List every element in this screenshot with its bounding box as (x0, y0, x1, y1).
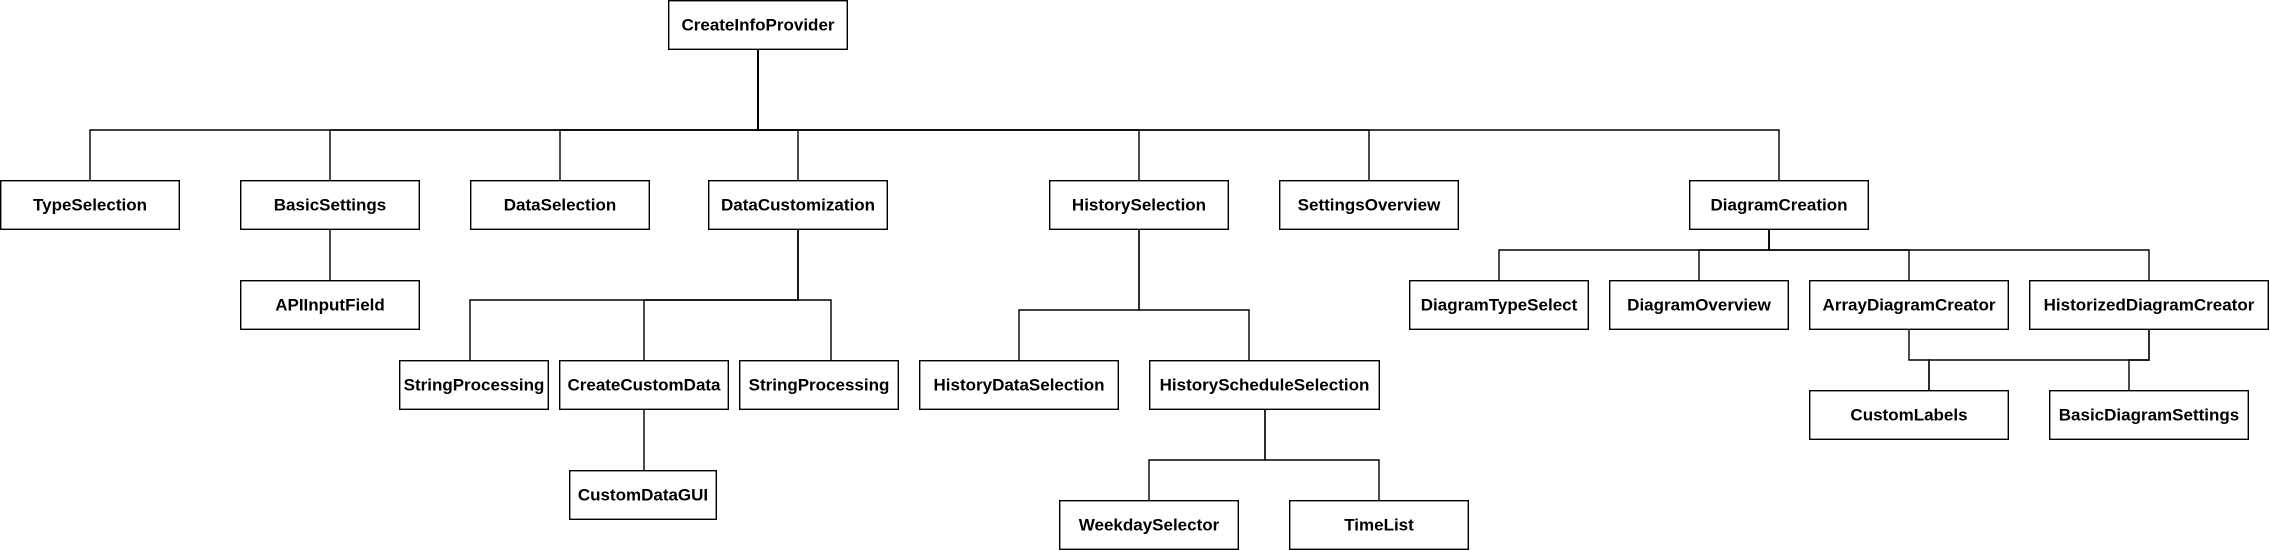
connector-diagram-creation-to-diagram-type-select (1498, 230, 1770, 280)
node-label: DataSelection (504, 196, 616, 215)
node-diagram-creation: DiagramCreation (1688, 179, 1869, 230)
node-array-diagram-creator: ArrayDiagramCreator (1808, 280, 2009, 331)
node-box (1148, 360, 1380, 411)
node-label: BasicSettings (274, 196, 386, 215)
node-history-selection: HistorySelection (1048, 179, 1229, 230)
node-label: StringProcessing (404, 376, 545, 395)
node-label: DiagramOverview (1627, 296, 1771, 315)
node-basic-settings: BasicSettings (239, 179, 421, 230)
node-box (0, 179, 181, 230)
node-label: WeekdaySelector (1079, 516, 1220, 535)
connector-layer (89, 50, 2150, 500)
connector-history-selection-to-history-data-selection (1018, 230, 1140, 360)
connector-array-diagram-creator-to-custom-labels (1908, 330, 1930, 390)
node-custom-data-gui: CustomDataGUI (569, 470, 718, 521)
connector-diagram-creation-to-historized-diagram-creator (1768, 230, 2150, 280)
node-settings-overview: SettingsOverview (1278, 179, 1459, 230)
node-weekday-selector: WeekdaySelector (1058, 500, 1239, 551)
node-box (470, 179, 651, 230)
node-label: StringProcessing (749, 376, 890, 395)
connector-root-to-settings-overview (757, 50, 1370, 180)
node-string-processing-1: StringProcessing (399, 360, 550, 411)
connector-diagram-creation-to-array-diagram-creator (1768, 230, 1910, 280)
node-label: HistoryScheduleSelection (1160, 376, 1370, 395)
node-label: CreateCustomData (567, 376, 721, 395)
node-box (1278, 179, 1459, 230)
node-time-list: TimeList (1288, 500, 1469, 551)
node-create-custom-data: CreateCustomData (559, 360, 730, 411)
node-box (708, 179, 889, 230)
node-box (919, 360, 1120, 411)
node-label: APIInputField (275, 296, 385, 315)
connector-historized-diagram-creator-to-custom-labels (1928, 330, 2150, 390)
node-root: CreateInfoProvider (668, 0, 849, 50)
node-history-schedule-selection: HistoryScheduleSelection (1148, 360, 1380, 411)
node-box (2048, 390, 2249, 441)
node-label: BasicDiagramSettings (2059, 406, 2239, 425)
node-diagram-type-select: DiagramTypeSelect (1408, 280, 1589, 331)
node-custom-labels: CustomLabels (1808, 390, 2009, 441)
connector-historized-diagram-creator-to-basic-diagram-settings (2128, 330, 2150, 390)
node-historized-diagram-creator: HistorizedDiagramCreator (2028, 280, 2269, 331)
connector-data-customization-to-string-processing-2 (797, 230, 832, 360)
node-data-customization: DataCustomization (708, 179, 889, 230)
node-history-data-selection: HistoryDataSelection (919, 360, 1120, 411)
connector-history-selection-to-history-schedule-selection (1138, 230, 1250, 360)
connector-history-schedule-selection-to-weekday-selector (1148, 410, 1266, 500)
node-label: HistorizedDiagramCreator (2044, 296, 2255, 315)
node-box (559, 360, 730, 411)
node-box (1808, 280, 2009, 331)
connector-root-to-diagram-creation (757, 50, 1780, 180)
node-label: CustomLabels (1850, 406, 1967, 425)
connector-root-to-history-selection (757, 50, 1140, 180)
node-basic-diagram-settings: BasicDiagramSettings (2048, 390, 2249, 441)
connector-root-to-data-customization (757, 50, 799, 180)
node-string-processing-2: StringProcessing (739, 360, 900, 411)
node-box (1288, 500, 1469, 551)
node-label: DiagramCreation (1711, 196, 1848, 215)
node-box (739, 360, 900, 411)
node-box (668, 0, 849, 50)
node-type-selection: TypeSelection (0, 179, 181, 230)
node-box (1048, 179, 1229, 230)
connector-data-customization-to-create-custom-data (643, 230, 799, 360)
node-label: HistorySelection (1072, 196, 1206, 215)
node-label: CustomDataGUI (578, 486, 708, 505)
connector-root-to-type-selection (89, 50, 759, 180)
node-box (1808, 390, 2009, 441)
node-box (239, 179, 421, 230)
node-box (1058, 500, 1239, 551)
connector-data-customization-to-string-processing-1 (469, 230, 799, 360)
node-label: CreateInfoProvider (681, 16, 834, 35)
connector-root-to-basic-settings (329, 50, 759, 180)
node-label: DataCustomization (721, 196, 875, 215)
node-box (569, 470, 718, 521)
connector-history-schedule-selection-to-time-list (1264, 410, 1380, 500)
node-box (239, 280, 421, 331)
node-label: ArrayDiagramCreator (1823, 296, 1996, 315)
node-box (1688, 179, 1869, 230)
node-box (399, 360, 550, 411)
node-label: DiagramTypeSelect (1421, 296, 1578, 315)
node-label: TimeList (1344, 516, 1414, 535)
connector-root-to-data-selection (559, 50, 759, 180)
node-data-selection: DataSelection (470, 179, 651, 230)
node-diagram-overview: DiagramOverview (1608, 280, 1789, 331)
connector-diagram-creation-to-diagram-overview (1698, 230, 1770, 280)
node-box (1408, 280, 1589, 331)
node-api-input-field: APIInputField (239, 280, 421, 331)
node-label: HistoryDataSelection (934, 376, 1105, 395)
node-label: SettingsOverview (1298, 196, 1441, 215)
node-label: TypeSelection (33, 196, 147, 215)
node-box (1608, 280, 1789, 331)
node-box (2028, 280, 2269, 331)
